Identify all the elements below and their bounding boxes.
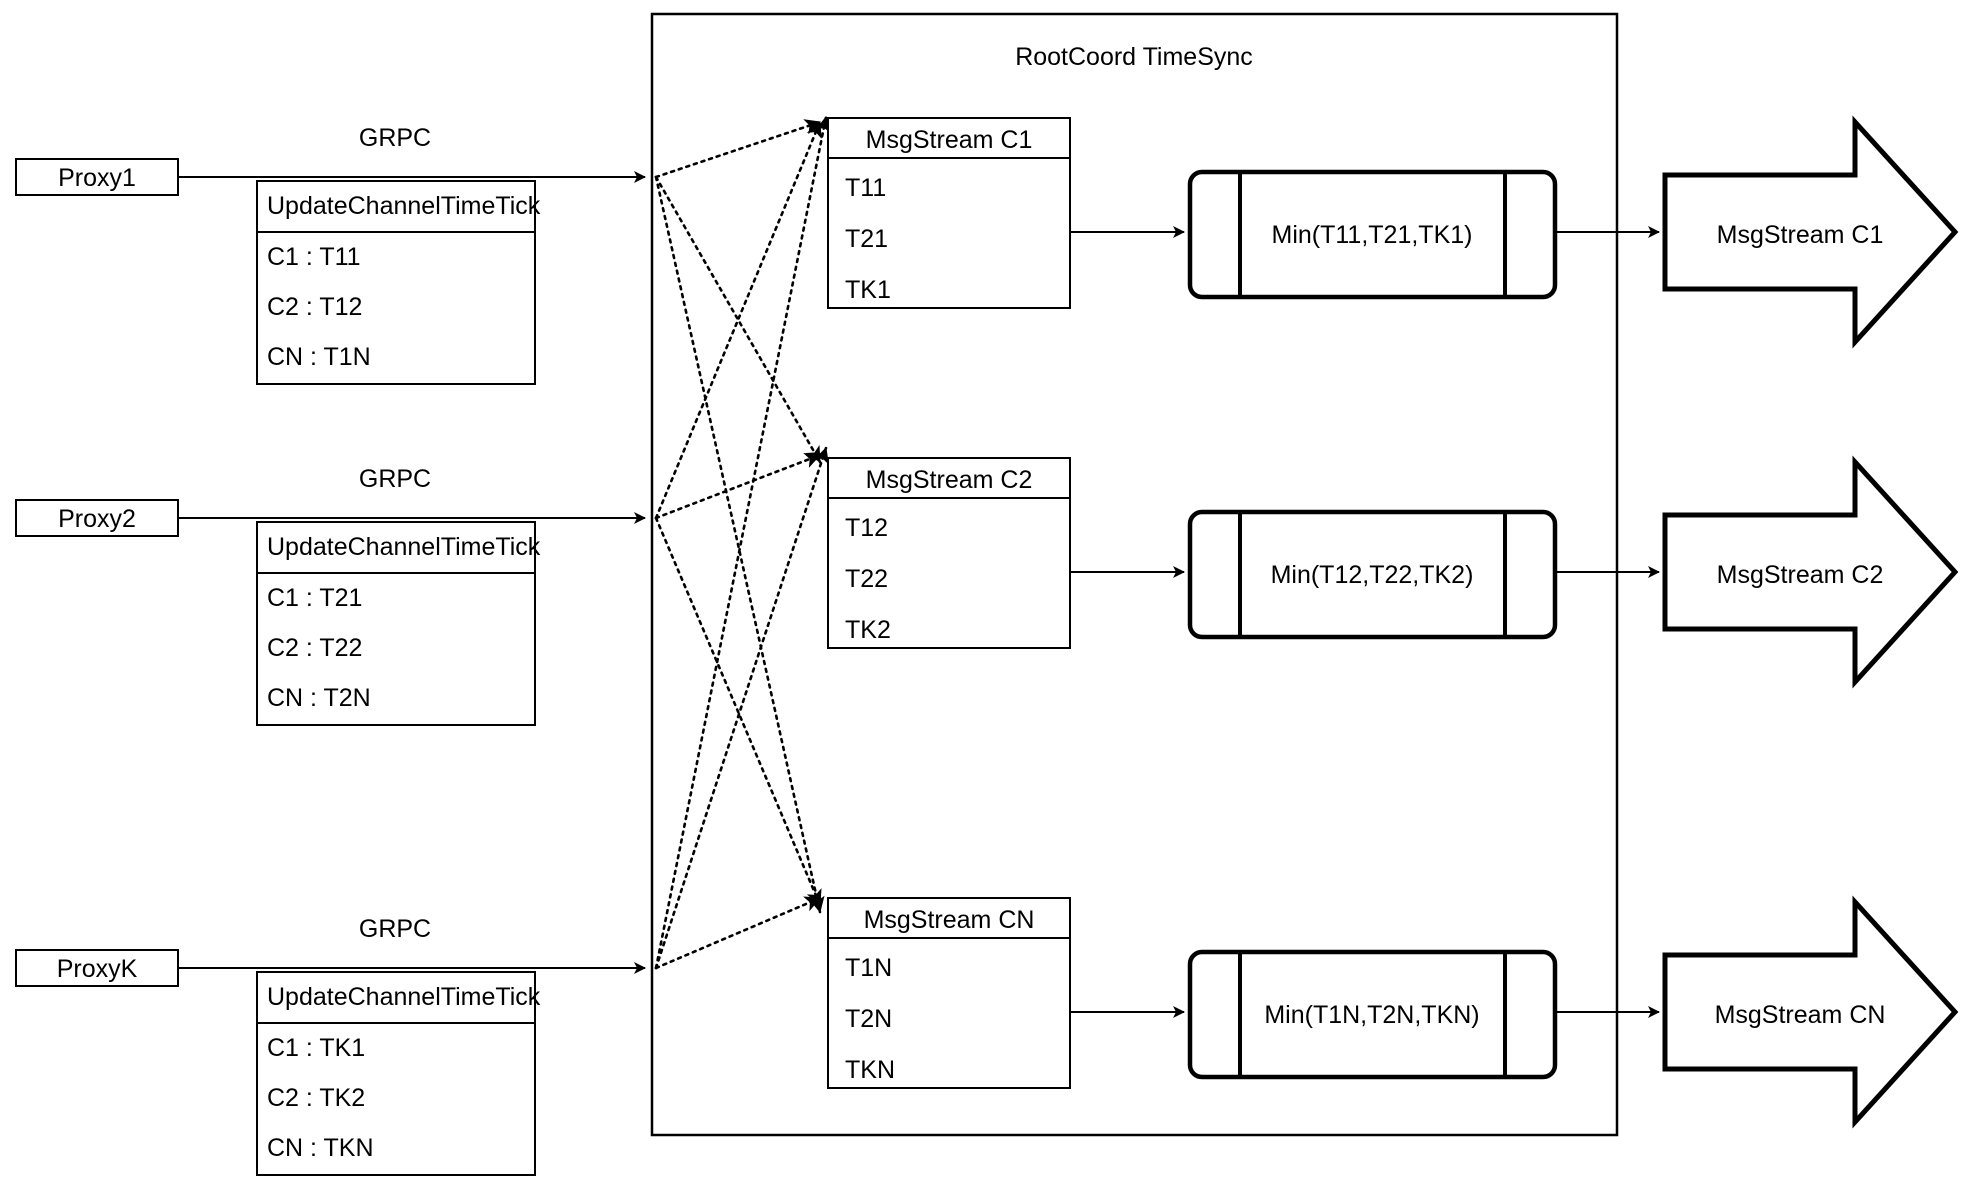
msgstream-row-3-0: T1N bbox=[845, 954, 892, 982]
route-p2-cn bbox=[654, 516, 822, 907]
proxy-label-3: ProxyK bbox=[57, 955, 138, 983]
timetick-row-1-1: C2 : T12 bbox=[267, 293, 362, 321]
timetick-row-3-1: C2 : TK2 bbox=[267, 1084, 365, 1112]
channel-row-1: MsgStream C1 T11 T21 TK1 Min(T11,T21,TK1… bbox=[827, 115, 1959, 349]
msgstream-row-1-2: TK1 bbox=[845, 276, 891, 304]
proxy-group-3: ProxyK GRPC UpdateChannelTimeTick C1 : T… bbox=[15, 915, 646, 1176]
msgstream-header-1: MsgStream C1 bbox=[866, 126, 1033, 154]
output-block-arrow-3 bbox=[1662, 895, 1959, 1129]
msgstream-row-3-2: TKN bbox=[845, 1056, 895, 1084]
proxy-label-2: Proxy2 bbox=[58, 505, 136, 533]
timetick-routing-lines bbox=[654, 115, 831, 970]
route-p2-c2 bbox=[654, 452, 822, 520]
min-label-2: Min(T12,T22,TK2) bbox=[1271, 561, 1474, 589]
msgstream-row-1-1: T21 bbox=[845, 225, 888, 253]
timetick-table-3 bbox=[256, 971, 536, 1176]
msgstream-row-1-0: T11 bbox=[845, 174, 886, 202]
min-label-1: Min(T11,T21,TK1) bbox=[1272, 221, 1473, 249]
min-process-box-1 bbox=[1187, 169, 1558, 300]
output-label-2: MsgStream C2 bbox=[1717, 561, 1884, 589]
min-process-box-3 bbox=[1187, 949, 1558, 1080]
proxy-box-1[interactable] bbox=[15, 158, 179, 196]
output-block-arrow-1 bbox=[1662, 115, 1959, 349]
timetick-table-2 bbox=[256, 521, 536, 726]
route-pk-cn bbox=[654, 896, 822, 970]
output-label-1: MsgStream C1 bbox=[1717, 221, 1884, 249]
msgstream-box-3 bbox=[827, 897, 1071, 1089]
msgstream-box-1 bbox=[827, 117, 1071, 309]
grpc-label-2: GRPC bbox=[359, 465, 431, 493]
route-p1-c1 bbox=[654, 119, 822, 179]
container-title: RootCoord TimeSync bbox=[1015, 43, 1253, 71]
route-pk-c2 bbox=[654, 446, 829, 970]
output-label-3: MsgStream CN bbox=[1715, 1001, 1886, 1029]
route-p1-c2 bbox=[654, 175, 822, 464]
route-p2-c1 bbox=[654, 120, 822, 520]
timetick-table-1 bbox=[256, 180, 536, 385]
channel-row-2: MsgStream C2 T12 T22 TK2 Min(T12,T22,TK2… bbox=[827, 455, 1959, 689]
timetick-row-2-2: CN : T2N bbox=[267, 684, 371, 712]
timetick-row-1-0: C1 : T11 bbox=[267, 243, 361, 271]
route-pk-c1 bbox=[654, 115, 831, 970]
channel-row-3: MsgStream CN T1N T2N TKN Min(T1N,T2N,TKN… bbox=[827, 895, 1959, 1129]
msgstream-row-2-2: TK2 bbox=[845, 616, 891, 644]
grpc-label-3: GRPC bbox=[359, 915, 431, 943]
msgstream-row-3-1: T2N bbox=[845, 1005, 892, 1033]
msgstream-box-2 bbox=[827, 457, 1071, 649]
timetick-row-3-0: C1 : TK1 bbox=[267, 1034, 365, 1062]
proxy-label-1: Proxy1 bbox=[58, 164, 136, 192]
msgstream-row-2-1: T22 bbox=[845, 565, 888, 593]
timetick-header-2: UpdateChannelTimeTick bbox=[267, 533, 541, 561]
output-block-arrow-2 bbox=[1662, 455, 1959, 689]
min-process-box-2 bbox=[1187, 509, 1558, 640]
timetick-header-1: UpdateChannelTimeTick bbox=[267, 192, 541, 220]
min-label-3: Min(T1N,T2N,TKN) bbox=[1264, 1001, 1479, 1029]
timetick-row-1-2: CN : T1N bbox=[267, 343, 371, 371]
msgstream-header-3: MsgStream CN bbox=[864, 906, 1035, 934]
proxy-group-1: Proxy1 GRPC UpdateChannelTimeTick C1 : T… bbox=[15, 124, 646, 385]
timetick-row-3-2: CN : TKN bbox=[267, 1134, 374, 1162]
proxy-group-2: Proxy2 GRPC UpdateChannelTimeTick C1 : T… bbox=[15, 465, 646, 726]
timetick-row-2-0: C1 : T21 bbox=[267, 584, 362, 612]
timetick-row-2-1: C2 : T22 bbox=[267, 634, 362, 662]
grpc-label-1: GRPC bbox=[359, 124, 431, 152]
msgstream-header-2: MsgStream C2 bbox=[866, 466, 1033, 494]
timetick-header-3: UpdateChannelTimeTick bbox=[267, 983, 541, 1011]
proxy-box-3[interactable] bbox=[15, 949, 179, 987]
route-p1-cn bbox=[654, 175, 825, 914]
msgstream-row-2-0: T12 bbox=[845, 514, 888, 542]
